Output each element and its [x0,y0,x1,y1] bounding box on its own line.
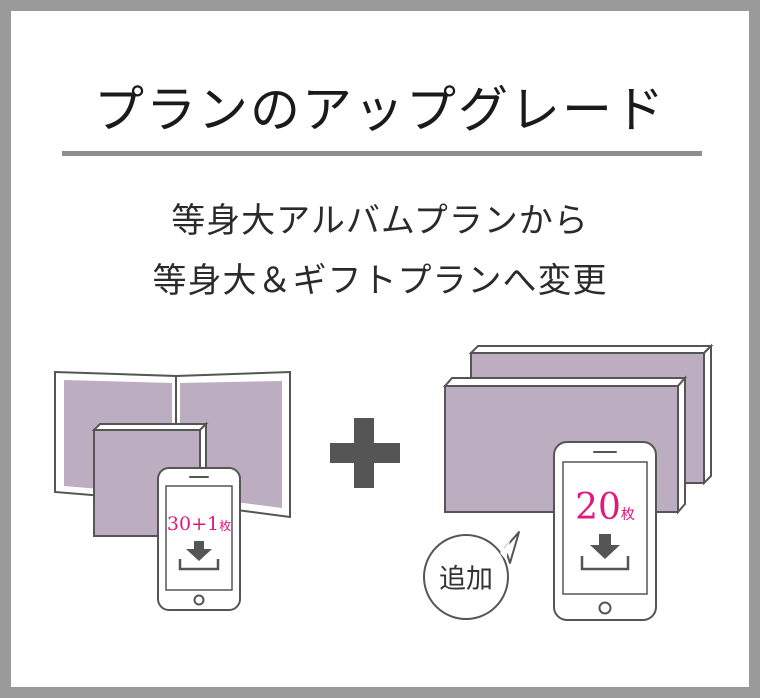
add-badge: 追加 [423,531,520,620]
svg-text:20枚: 20枚 [575,487,635,528]
subtitle-line-2: 等身大＆ギフトプランへ変更 [152,261,608,301]
title-divider [62,151,702,156]
download-icon [580,534,630,571]
add-badge-label: 追加 [439,564,493,595]
left-phone-illustration: 30+1枚 [157,467,241,611]
svg-text:30+1枚: 30+1枚 [167,513,231,535]
left-phone-unit: 枚 [219,518,231,533]
right-phone-count: 20 [575,487,621,528]
page-title: プランのアップグレード [94,81,666,139]
subtitle-line-1: 等身大アルバムプランから [171,201,589,241]
right-phone-illustration: 20枚 [553,441,657,621]
left-phone-count: 30+1 [167,513,219,535]
plus-icon [330,418,400,488]
download-icon [178,541,220,571]
right-phone-unit: 枚 [621,507,635,523]
